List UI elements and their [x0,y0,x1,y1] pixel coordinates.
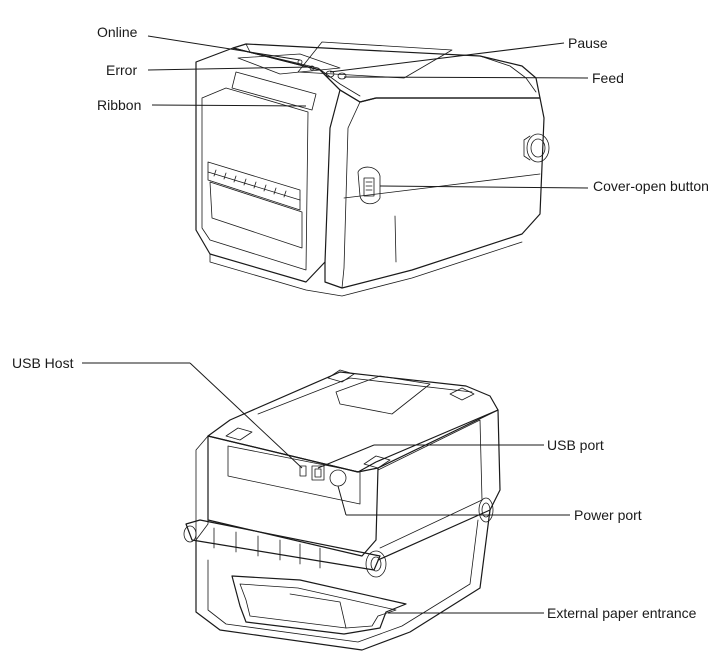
rear-leader-lines [82,362,570,614]
label-cover-open-button: Cover-open button [593,178,709,194]
label-ribbon: Ribbon [97,97,141,113]
front-leader-lines [147,35,589,189]
label-pause: Pause [568,35,608,51]
label-error: Error [106,62,137,78]
label-power-port: Power port [574,507,642,523]
label-feed: Feed [592,70,624,86]
label-usb-host: USB Host [12,355,74,371]
label-online: Online [97,24,138,40]
front-printer-illustration [195,41,550,297]
label-external-paper-entrance: External paper entrance [547,605,697,621]
rear-printer-illustration [183,369,501,651]
label-usb-port: USB port [547,437,604,453]
